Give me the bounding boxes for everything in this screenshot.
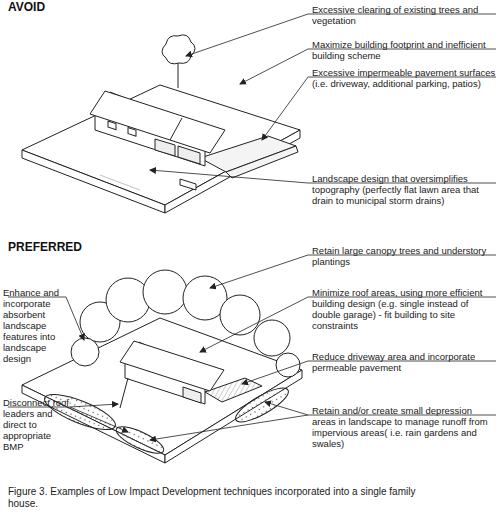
roof-leader: [120, 378, 128, 408]
window: [128, 128, 136, 137]
lot-surface: [22, 318, 302, 455]
tree-trunk: [178, 60, 179, 88]
lot-edge: [22, 150, 165, 213]
callout-text: Minimize roof areas, using more efficien…: [312, 287, 496, 331]
callout-text: Retain and/or create small depression ar…: [312, 405, 496, 449]
roof-break: [170, 118, 182, 140]
tree-crown: [220, 295, 260, 335]
tree-crown: [143, 270, 187, 314]
garage-door: [178, 146, 200, 164]
lot-edge: [22, 385, 165, 463]
figure-caption: Figure 3. Examples of Low Impact Develop…: [8, 486, 448, 510]
avoid-sketch: [22, 35, 300, 213]
tree-crown: [162, 35, 195, 64]
roof: [120, 341, 224, 391]
tree-crown: [254, 320, 290, 356]
parking: [226, 146, 298, 178]
callout-text: Retain large canopy trees and understory…: [312, 245, 496, 267]
callout-text: Maximize building footprint and ineffici…: [312, 39, 496, 61]
section-heading: PREFERRED: [8, 240, 128, 254]
swale: [113, 422, 167, 458]
shrub: [71, 338, 99, 366]
lot-surface: [22, 85, 300, 205]
leader-line: [210, 255, 496, 288]
callout-text: Landscape design that oversimplifies top…: [312, 173, 496, 206]
preferred-sketch: [22, 270, 302, 463]
callout-text: Excessive clearing of existing trees and…: [312, 4, 496, 26]
garage-door: [155, 139, 175, 156]
tree-crown: [106, 278, 150, 322]
lawn-line: [100, 175, 140, 190]
garage-door: [183, 387, 201, 403]
leader-line: [70, 407, 128, 432]
car: [180, 179, 196, 190]
callout-text: Excessive impermeable pavement surfaces …: [312, 67, 496, 89]
leader-line: [150, 415, 308, 440]
callout-text: Enhance and incorporate absorbent landsc…: [3, 287, 71, 364]
callout-text: Disconnect roof leaders and direct to ap…: [3, 397, 71, 452]
section-heading: AVOID: [8, 0, 128, 14]
window: [108, 121, 116, 130]
callout-text: Reduce driveway area and incorporate per…: [312, 351, 496, 373]
leader-lines: [8, 14, 496, 440]
